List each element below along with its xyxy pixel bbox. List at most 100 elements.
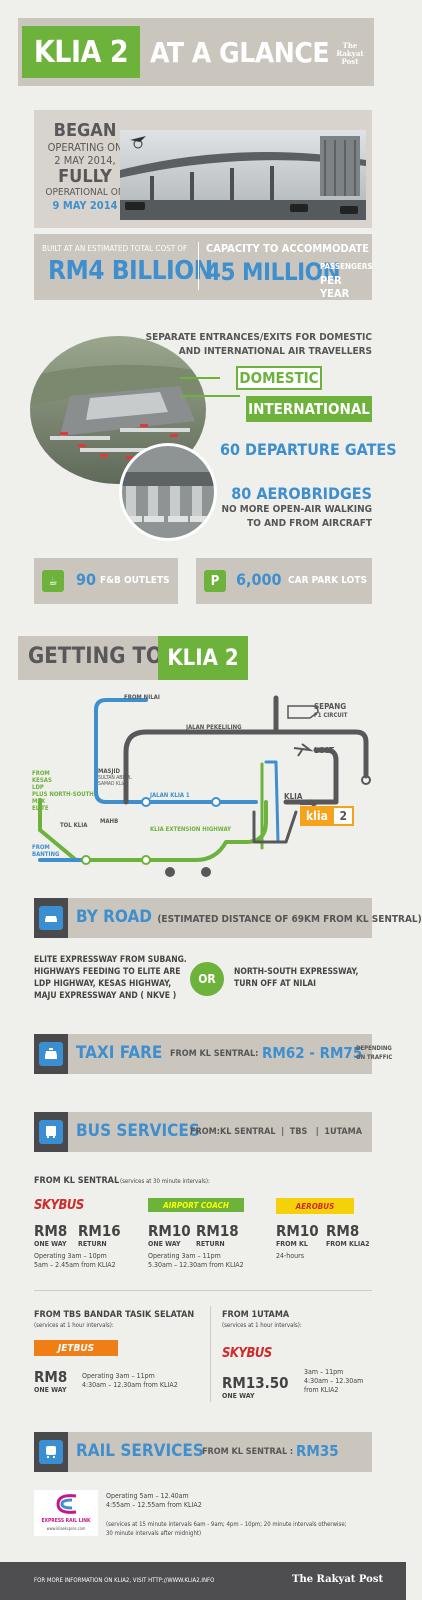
- tbs-note: (services at 1 hour intervals):: [34, 1322, 114, 1329]
- fb-label: F&B OUTLETS: [100, 575, 170, 586]
- fb-outlets-box: ☕ 90 F&B OUTLETS: [34, 558, 178, 604]
- map-lcct: LCCT: [314, 746, 335, 755]
- getting-title-a: GETTING TO: [28, 644, 163, 669]
- skybus-logo: SKYBUS: [34, 1198, 84, 1213]
- sky-label-2: RETURN: [78, 1240, 107, 1248]
- domestic-label: DOMESTIC: [239, 369, 319, 387]
- rail-title: RAIL SERVICES: [76, 1441, 204, 1461]
- gates-text: 60 DEPARTURE GATES: [220, 440, 397, 459]
- getting-title-b: KLIA 2: [167, 645, 239, 671]
- map-jalan-klia1: JALAN KLIA 1: [150, 792, 190, 799]
- bus-icon: [39, 1120, 63, 1144]
- sky-price-1: RM8: [34, 1222, 68, 1240]
- ut-price: RM13.50: [222, 1374, 289, 1392]
- intro-fully: FULLY: [58, 166, 112, 187]
- gate-photo: [119, 443, 217, 541]
- intro-began: BEGAN: [53, 120, 117, 141]
- aero-price-2: RM8: [326, 1222, 360, 1240]
- aerobridges-text: 80 AEROBRIDGES: [231, 484, 372, 503]
- aero-sub-1: NO MORE OPEN-AIR WALKING: [221, 504, 372, 515]
- intro-section: BEGAN OPERATING ON 2 MAY 2014, FULLY OPE…: [34, 110, 372, 228]
- by-road-bar: BY ROAD (ESTIMATED DISTANCE OF 69KM FROM…: [34, 898, 422, 938]
- map-masjid-1: MASJID: [98, 768, 120, 775]
- getting-banner: GETTING TO KLIA 2: [18, 636, 248, 680]
- bus-bar: BUS SERVICES FROM: KL SENTRAL | TBS | 1U…: [34, 1112, 372, 1152]
- fb-number: 90: [76, 570, 97, 589]
- car-number: 6,000: [236, 570, 282, 589]
- aero-label-2: FROM KLIA2: [326, 1240, 370, 1248]
- road-right-text: NORTH-SOUTH EXPRESSWAY,TURN OFF AT NILAI: [234, 967, 359, 989]
- rail-price: RM35: [296, 1442, 339, 1460]
- klia2-badge: klia 2: [300, 806, 354, 826]
- separate-text-1: SEPARATE ENTRANCES/EXITS FOR DOMESTIC: [145, 332, 372, 343]
- bus-places: KL SENTRAL | TBS | 1UTAMA: [220, 1127, 362, 1137]
- taxi-dep-1: DEPENDING: [356, 1045, 392, 1052]
- international-label: INTERNATIONAL: [248, 400, 370, 418]
- map-mahb: MAHB: [100, 818, 119, 825]
- bus-title: BUS SERVICES: [76, 1121, 200, 1141]
- map-extension: KLIA EXTENSION HIGHWAY: [150, 826, 231, 833]
- international-box: INTERNATIONAL: [246, 396, 372, 422]
- map-sepang: SEPANG: [314, 702, 347, 711]
- capacity-label: CAPACITY TO ACCOMMODATE: [206, 242, 369, 255]
- footer-text: FOR MORE INFORMATION ON KLIA2, VISIT HTT…: [34, 1577, 215, 1584]
- or-circle: OR: [190, 962, 224, 996]
- map-masjid-2: SULTAN ABDUL: [98, 775, 132, 781]
- car-icon: [39, 906, 63, 930]
- coach-label-2: RETURN: [196, 1240, 225, 1248]
- coach-price-2: RM18: [196, 1222, 239, 1240]
- intro-may9: 9 MAY 2014: [52, 199, 118, 212]
- jetbus-logo: JETBUS: [34, 1340, 118, 1356]
- domestic-box: DOMESTIC: [236, 366, 322, 390]
- map-klia: KLIA: [284, 792, 303, 801]
- parking-icon: P: [204, 570, 226, 592]
- jet-price: RM8: [34, 1368, 68, 1386]
- route-map: [38, 695, 371, 877]
- capacity-unit1: PASSENGERS: [320, 262, 373, 271]
- tbs-head: FROM TBS BANDAR TASIK SELATAN: [34, 1310, 195, 1320]
- aero-sub-2: TO AND FROM AIRCRAFT: [247, 518, 372, 529]
- header-banner: KLIA 2 AT A GLANCE The Rakyat Post: [18, 18, 374, 86]
- rail-note: (services at 15 minute intervals 6am - 9…: [106, 1521, 347, 1537]
- rail-bar: RAIL SERVICES FROM KL SENTRAL : RM35: [34, 1432, 372, 1472]
- intro-may2: 2 MAY 2014,: [54, 154, 116, 167]
- separate-text-2: AND INTERNATIONAL AIR TRAVELLERS: [178, 346, 372, 357]
- train-icon: [39, 1440, 63, 1464]
- footer-brand: The Rakyat Post: [292, 1574, 384, 1585]
- coach-label-1: ONE WAY: [148, 1240, 181, 1248]
- header-title-b: AT A GLANCE: [150, 36, 330, 69]
- road-left-text: ELITE EXPRESSWAY FROM SUBANG.HIGHWAYS FE…: [34, 955, 187, 1001]
- footer: FOR MORE INFORMATION ON KLIA2, VISIT HTT…: [0, 1562, 406, 1600]
- taxi-fare: RM62 - RM75: [262, 1044, 363, 1062]
- bus-from: FROM:: [190, 1127, 220, 1137]
- sky-price-2: RM16: [78, 1222, 121, 1240]
- coach-price-1: RM10: [148, 1222, 191, 1240]
- intro-operational-on: OPERATIONAL ON: [45, 187, 125, 198]
- connector-lines: [180, 377, 240, 397]
- utama-head: FROM 1UTAMA: [222, 1310, 290, 1320]
- rail-from: FROM KL SENTRAL :: [202, 1447, 294, 1457]
- getting-title-green: KLIA 2: [158, 636, 248, 680]
- taxi-bar: TAXI FARE FROM KL SENTRAL: RM62 - RM75 D…: [34, 1034, 392, 1074]
- header-brand: The Rakyat Post: [336, 41, 364, 66]
- terminal-photo: [120, 130, 366, 220]
- utama-note: (services at 1 hour intervals):: [222, 1322, 302, 1329]
- aerobus-logo: AEROBUS: [276, 1198, 354, 1214]
- erl-logo: EXPRESS RAIL LINK www.kliaekspres.com: [34, 1490, 98, 1536]
- aero-price-1: RM10: [276, 1222, 319, 1240]
- aero-label-1: FROM KL: [276, 1240, 308, 1248]
- map-masjid-3: SAMAD KLIA: [98, 781, 126, 787]
- fb-icon: ☕: [42, 570, 64, 592]
- ut-label: ONE WAY: [222, 1392, 255, 1400]
- map-pekeliling: JALAN PEKELILING: [186, 724, 242, 731]
- sky-label-1: ONE WAY: [34, 1240, 67, 1248]
- intro-operating-on: OPERATING ON: [47, 141, 123, 154]
- car-park-box: P 6,000 CAR PARK LOTS: [196, 558, 372, 604]
- header-title-green: KLIA 2: [22, 26, 140, 78]
